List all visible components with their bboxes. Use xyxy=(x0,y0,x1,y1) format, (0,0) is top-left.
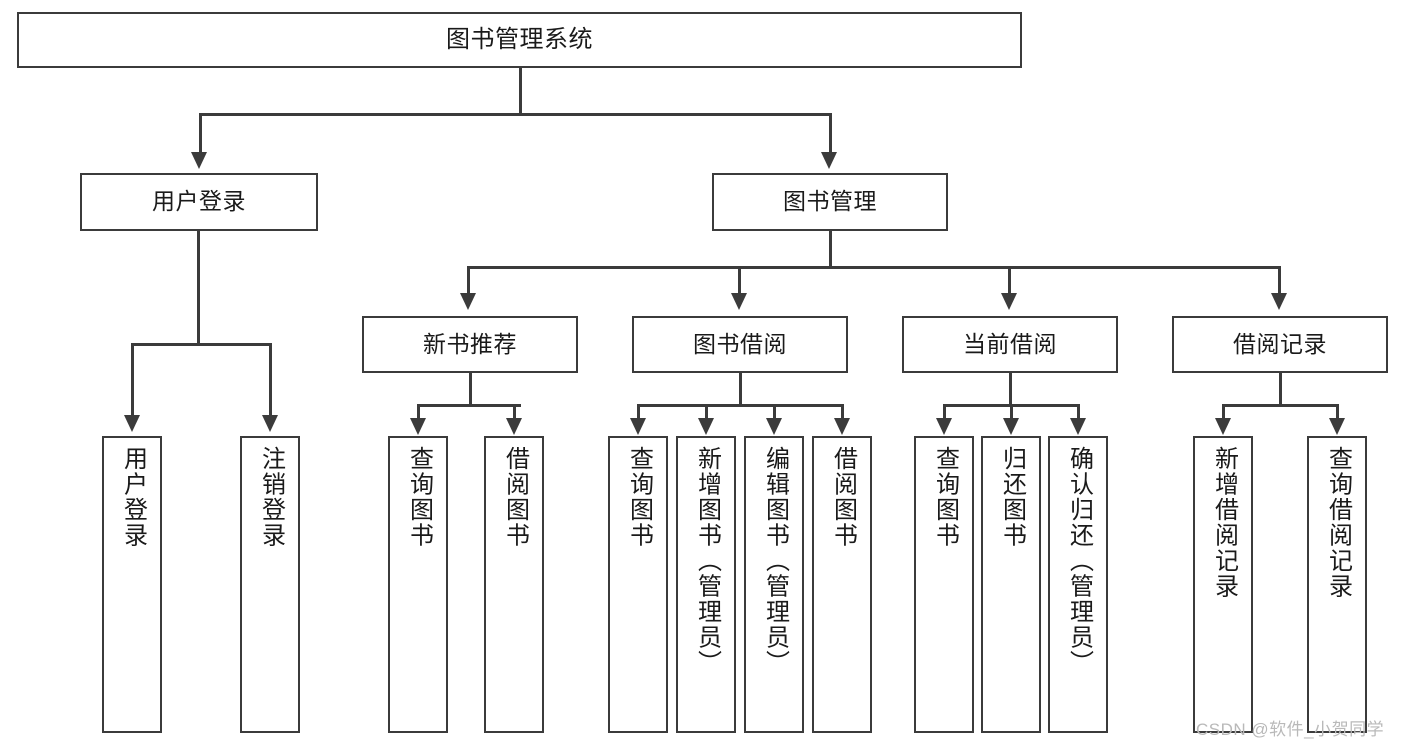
arrowhead-icon xyxy=(1001,293,1017,310)
node-label: 查询图书 xyxy=(625,446,653,548)
node-label: 借阅图书 xyxy=(501,446,529,548)
node-label: 归还图书 xyxy=(998,446,1026,548)
arrowhead-icon xyxy=(936,418,952,435)
node-label: 新书推荐 xyxy=(423,330,517,357)
node-label: 借阅图书 xyxy=(829,446,857,548)
node-label: 新增借阅记录 xyxy=(1210,446,1238,599)
node-label: 图书管理系统 xyxy=(446,25,593,53)
connector-book-borrow-to-leaf-2 xyxy=(705,404,708,419)
node-label: 查询图书 xyxy=(931,446,959,548)
connector-user-login-to-leaf-2 xyxy=(269,343,272,416)
leaf-current-borrow-return[interactable]: 归还图书 xyxy=(981,436,1041,733)
connector-borrow-record-to-leaf-2 xyxy=(1336,404,1339,419)
node-label: 新增图书（管理员） xyxy=(693,446,721,676)
arrowhead-icon xyxy=(821,152,837,169)
arrowhead-icon xyxy=(506,418,522,435)
connector-book-borrow-to-leaf-4 xyxy=(841,404,844,419)
connector-book-borrow-to-leaf-1 xyxy=(637,404,640,419)
connector-new-book-to-leaf-2 xyxy=(513,404,516,419)
node-book-management[interactable]: 图书管理 xyxy=(712,173,948,231)
node-label: 图书借阅 xyxy=(693,330,787,357)
connector-user-login-bar xyxy=(131,343,269,346)
connector-root-bar xyxy=(199,113,831,116)
leaf-current-borrow-query[interactable]: 查询图书 xyxy=(914,436,974,733)
connector-current-borrow-to-leaf-3 xyxy=(1077,404,1080,419)
node-book-borrow[interactable]: 图书借阅 xyxy=(632,316,848,373)
node-root-book-management-system[interactable]: 图书管理系统 xyxy=(17,12,1022,68)
node-label: 确认归还（管理员） xyxy=(1065,446,1093,676)
connector-book-borrow-stem xyxy=(739,373,742,405)
arrowhead-icon xyxy=(630,418,646,435)
leaf-book-borrow-borrow[interactable]: 借阅图书 xyxy=(812,436,872,733)
leaf-book-borrow-query[interactable]: 查询图书 xyxy=(608,436,668,733)
leaf-book-borrow-add[interactable]: 新增图书（管理员） xyxy=(676,436,736,733)
node-current-borrow[interactable]: 当前借阅 xyxy=(902,316,1118,373)
node-label: 用户登录 xyxy=(119,446,147,548)
leaf-book-borrow-edit[interactable]: 编辑图书（管理员） xyxy=(744,436,804,733)
node-borrow-record[interactable]: 借阅记录 xyxy=(1172,316,1388,373)
connector-root-to-book-mgmt xyxy=(829,113,832,153)
arrowhead-icon xyxy=(1329,418,1345,435)
connector-user-login-to-leaf-1 xyxy=(131,343,134,416)
arrowhead-icon xyxy=(1215,418,1231,435)
connector-book-borrow-to-leaf-3 xyxy=(773,404,776,419)
arrowhead-icon xyxy=(1070,418,1086,435)
arrowhead-icon xyxy=(731,293,747,310)
leaf-new-book-query[interactable]: 查询图书 xyxy=(388,436,448,733)
connector-current-borrow-stem xyxy=(1009,373,1012,405)
leaf-borrow-record-query[interactable]: 查询借阅记录 xyxy=(1307,436,1367,733)
connector-to-book-borrow xyxy=(738,266,741,294)
node-label: 图书管理 xyxy=(783,188,877,215)
connector-book-mgmt-bar xyxy=(467,266,1280,269)
connector-new-book-to-leaf-1 xyxy=(417,404,420,419)
connector-new-book-bar xyxy=(417,404,521,407)
leaf-current-borrow-confirm-return[interactable]: 确认归还（管理员） xyxy=(1048,436,1108,733)
connector-borrow-record-bar xyxy=(1222,404,1337,407)
connector-to-borrow-record xyxy=(1278,266,1281,294)
connector-to-new-book xyxy=(467,266,470,294)
leaf-borrow-record-add[interactable]: 新增借阅记录 xyxy=(1193,436,1253,733)
node-label: 当前借阅 xyxy=(963,330,1057,357)
arrowhead-icon xyxy=(1271,293,1287,310)
node-label: 查询借阅记录 xyxy=(1324,446,1352,599)
leaf-user-login-logout[interactable]: 注销登录 xyxy=(240,436,300,733)
node-label: 编辑图书（管理员） xyxy=(761,446,789,676)
connector-book-mgmt-stem xyxy=(829,231,832,268)
connector-borrow-record-stem xyxy=(1279,373,1282,405)
leaf-user-login-login[interactable]: 用户登录 xyxy=(102,436,162,733)
node-new-book-recommend[interactable]: 新书推荐 xyxy=(362,316,578,373)
arrowhead-icon xyxy=(766,418,782,435)
connector-user-login-stem xyxy=(197,231,200,344)
arrowhead-icon xyxy=(124,415,140,432)
node-label: 注销登录 xyxy=(257,446,285,548)
arrowhead-icon xyxy=(410,418,426,435)
connector-root-stem xyxy=(519,68,522,114)
arrowhead-icon xyxy=(262,415,278,432)
connector-current-borrow-to-leaf-1 xyxy=(943,404,946,419)
node-label: 查询图书 xyxy=(405,446,433,548)
leaf-new-book-borrow[interactable]: 借阅图书 xyxy=(484,436,544,733)
connector-root-to-user-login xyxy=(199,113,202,153)
connector-to-current-borrow xyxy=(1008,266,1011,294)
arrowhead-icon xyxy=(460,293,476,310)
connector-new-book-stem xyxy=(469,373,472,405)
connector-book-borrow-bar xyxy=(637,404,843,407)
node-label: 用户登录 xyxy=(152,188,246,215)
node-label: 借阅记录 xyxy=(1233,330,1327,357)
arrowhead-icon xyxy=(191,152,207,169)
arrowhead-icon xyxy=(834,418,850,435)
node-user-login[interactable]: 用户登录 xyxy=(80,173,318,231)
arrowhead-icon xyxy=(698,418,714,435)
connector-current-borrow-to-leaf-2 xyxy=(1010,404,1013,419)
connector-borrow-record-to-leaf-1 xyxy=(1222,404,1225,419)
arrowhead-icon xyxy=(1003,418,1019,435)
